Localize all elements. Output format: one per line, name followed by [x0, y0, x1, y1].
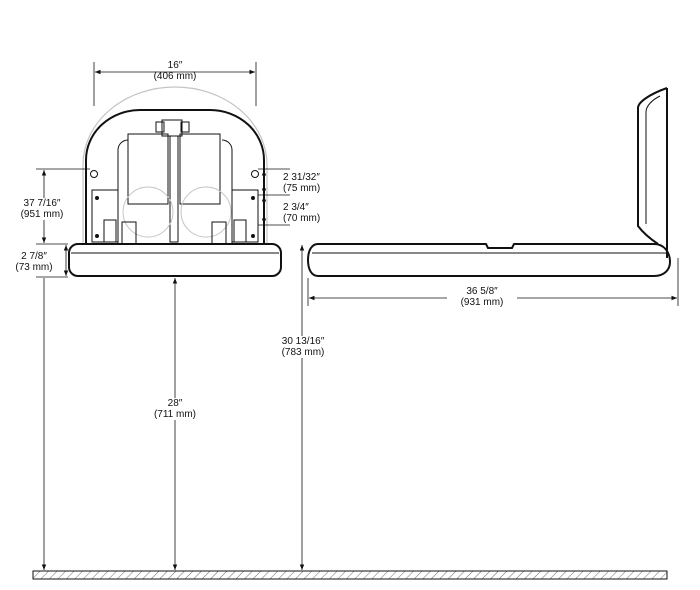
- label-floor-bottom-imperial: 28″: [167, 398, 183, 409]
- center-strut: [170, 136, 178, 242]
- dimension-lines: [36, 62, 678, 570]
- label-floor-bottom: 28″ (711 mm): [140, 398, 210, 420]
- label-floor-top-imperial: 30 13/16″: [281, 336, 325, 347]
- floor-line: [33, 571, 667, 579]
- label-table-thickness-metric: (73 mm): [15, 262, 53, 273]
- label-mount-hole-offset: 2 31/32″ (75 mm): [283, 172, 353, 194]
- front-table-slab: [69, 244, 281, 276]
- label-bracket-offset-metric: (70 mm): [283, 213, 321, 224]
- label-table-thickness-imperial: 2 7/8″: [21, 251, 47, 262]
- mount-hole-right: [252, 171, 259, 178]
- label-bracket-offset: 2 3/4″ (70 mm): [283, 202, 353, 224]
- label-bracket-offset-imperial: 2 3/4″: [283, 202, 309, 213]
- label-mount-hole-offset-imperial: 2 31/32″: [283, 172, 320, 183]
- front-unit-body: [86, 110, 264, 244]
- label-floor-top: 30 13/16″ (783 mm): [270, 336, 336, 358]
- label-height-overall-imperial: 37 7/16″: [23, 198, 61, 209]
- label-table-thickness: 2 7/8″ (73 mm): [6, 251, 62, 273]
- front-view: [69, 87, 281, 276]
- label-table-length: 36 5/8″ (931 mm): [447, 286, 517, 308]
- side-table-slab: [308, 244, 670, 276]
- label-width-front-imperial: 16″: [167, 60, 183, 71]
- label-width-front-metric: (406 mm): [153, 71, 197, 82]
- label-table-length-metric: (931 mm): [460, 297, 504, 308]
- side-view: [308, 88, 670, 276]
- side-housing: [638, 88, 667, 244]
- front-ghost-outline: [83, 87, 267, 245]
- label-height-overall: 37 7/16″ (951 mm): [4, 198, 80, 220]
- mount-hole-left: [91, 171, 98, 178]
- label-mount-hole-offset-metric: (75 mm): [283, 183, 321, 194]
- label-floor-top-metric: (783 mm): [281, 347, 325, 358]
- label-height-overall-metric: (951 mm): [20, 209, 64, 220]
- label-table-length-imperial: 36 5/8″: [466, 286, 498, 297]
- label-floor-bottom-metric: (711 mm): [153, 409, 197, 420]
- label-width-front: 16″ (406 mm): [140, 60, 210, 82]
